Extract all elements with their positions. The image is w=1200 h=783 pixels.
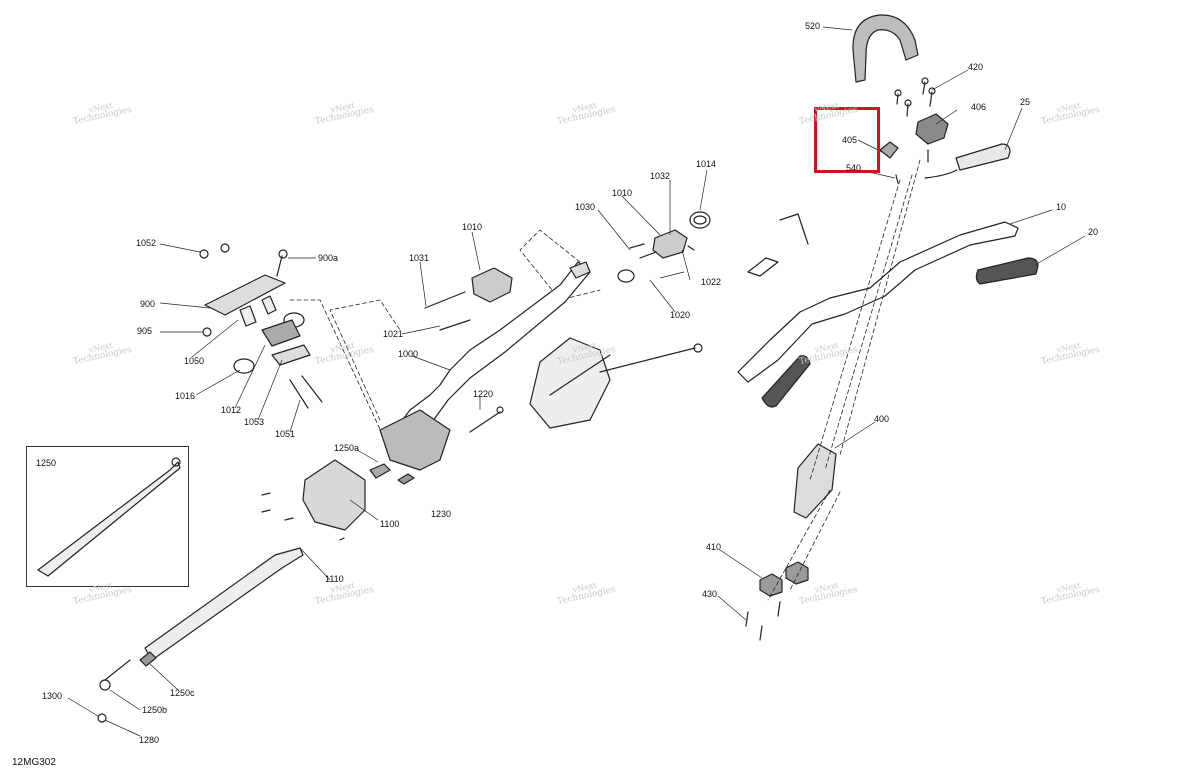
part-label-1010[interactable]: 1010 xyxy=(612,188,633,198)
bolts-420 xyxy=(894,77,936,117)
clamp-1012 xyxy=(261,319,301,347)
part-label-1022[interactable]: 1022 xyxy=(701,277,722,287)
bolt-1031 xyxy=(424,291,466,309)
part-label-1051[interactable]: 1051 xyxy=(275,429,296,439)
part-label-1031[interactable]: 1031 xyxy=(409,253,430,263)
bolt-1051 xyxy=(289,375,323,409)
part-label-1250c[interactable]: 1250c xyxy=(170,688,195,698)
housing-1100 xyxy=(302,459,366,531)
part-label-25[interactable]: 25 xyxy=(1020,97,1031,107)
part-label-1000[interactable]: 1000 xyxy=(398,349,419,359)
part-label-1010b[interactable]: 1010 xyxy=(462,222,483,232)
part-label-540[interactable]: 540 xyxy=(846,163,862,173)
part-label-400[interactable]: 400 xyxy=(874,414,890,424)
bushing-1010b xyxy=(471,267,513,303)
part-label-420[interactable]: 420 xyxy=(968,62,984,72)
part-405 xyxy=(879,141,899,159)
part-label-1052[interactable]: 1052 xyxy=(136,238,157,248)
part-label-1032[interactable]: 1032 xyxy=(650,171,671,181)
part-label-1220[interactable]: 1220 xyxy=(473,389,494,399)
grip-20 xyxy=(975,257,1039,285)
part-label-1100[interactable]: 1100 xyxy=(380,519,400,529)
part-label-1030[interactable]: 1030 xyxy=(575,202,596,212)
part-label-1280[interactable]: 1280 xyxy=(139,735,160,745)
ring-1016 xyxy=(233,358,255,374)
inset-frame xyxy=(26,446,189,587)
part-label-410[interactable]: 410 xyxy=(706,542,722,552)
part-label-1012[interactable]: 1012 xyxy=(221,405,242,415)
clamp-406 xyxy=(915,113,949,145)
part-label-1021[interactable]: 1021 xyxy=(383,329,404,339)
cover-1230 xyxy=(529,337,611,429)
pivot-1000-lower xyxy=(379,409,451,471)
nut-1052a xyxy=(199,249,209,259)
sleeve-1050 xyxy=(239,295,277,327)
inset-label: 1250 xyxy=(36,458,57,468)
part-label-1250a[interactable]: 1250a xyxy=(334,443,360,453)
end-1250c xyxy=(139,651,157,667)
part-label-1110[interactable]: 1110 xyxy=(325,574,344,584)
part-label-406[interactable]: 406 xyxy=(971,102,987,112)
part-label-430[interactable]: 430 xyxy=(702,589,718,599)
part-label-1016[interactable]: 1016 xyxy=(175,391,196,401)
bolt-1021 xyxy=(439,319,471,331)
bushing-1010 xyxy=(652,229,688,259)
part-label-20[interactable]: 20 xyxy=(1088,227,1099,237)
clamps-410 xyxy=(759,561,809,597)
part-label-1020[interactable]: 1020 xyxy=(670,310,691,320)
part-label-520[interactable]: 520 xyxy=(805,21,821,31)
part-label-1230[interactable]: 1230 xyxy=(431,509,452,519)
handlebar-10 xyxy=(737,221,1019,383)
hand-guard-520 xyxy=(852,14,919,83)
diagram-code: 12MG302 xyxy=(12,757,56,768)
tie-rod-1230 xyxy=(599,347,696,373)
part-label-1053[interactable]: 1053 xyxy=(244,417,265,427)
bracket-900 xyxy=(204,274,286,316)
highlight-box xyxy=(814,107,880,173)
bolt-1250a xyxy=(369,463,391,479)
grip-25 xyxy=(955,143,1011,171)
part-label-1050[interactable]: 1050 xyxy=(184,356,205,366)
part-label-900[interactable]: 900 xyxy=(140,299,156,309)
part-label-1014[interactable]: 1014 xyxy=(696,159,717,169)
screw-540 xyxy=(895,174,899,184)
ring-1020 xyxy=(617,269,635,283)
ring-1014 xyxy=(689,211,711,229)
bolts-430 xyxy=(745,601,781,641)
nut-1280 xyxy=(97,713,107,723)
screw-900a xyxy=(276,255,283,277)
part-label-10[interactable]: 10 xyxy=(1056,202,1067,212)
part-1220 xyxy=(469,411,501,433)
riser-400 xyxy=(793,443,837,519)
part-label-1250b[interactable]: 1250b xyxy=(142,705,168,715)
plate-1053 xyxy=(271,344,311,366)
nut-905 xyxy=(202,327,212,337)
part-label-405[interactable]: 405 xyxy=(842,135,858,145)
part-label-900a[interactable]: 900a xyxy=(318,253,339,263)
part-label-1300[interactable]: 1300 xyxy=(42,691,63,701)
part-label-905[interactable]: 905 xyxy=(137,326,153,336)
end-1250b xyxy=(104,659,131,681)
grip-left xyxy=(761,355,811,408)
